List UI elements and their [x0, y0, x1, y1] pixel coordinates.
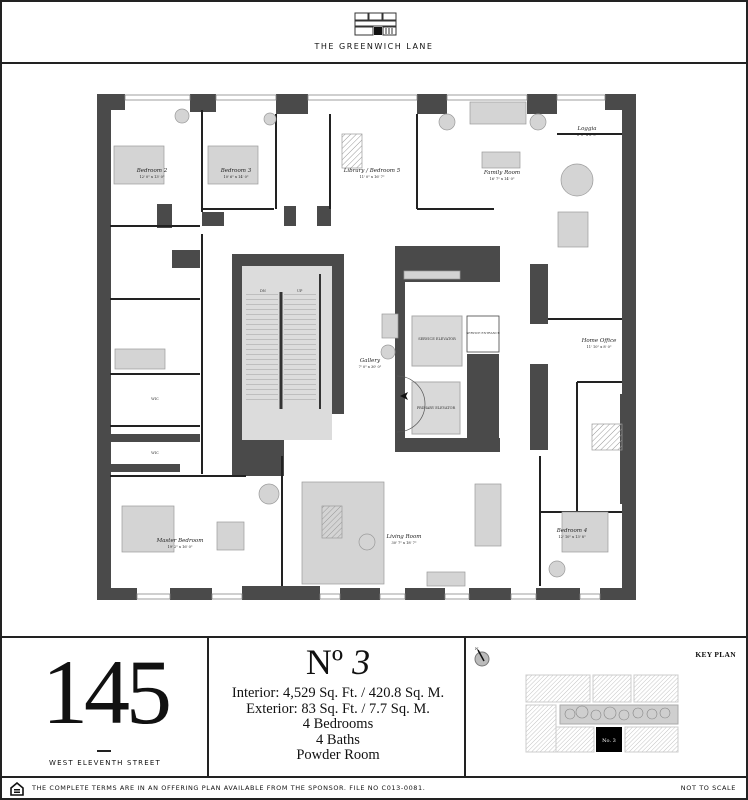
furniture-layer — [113, 101, 623, 587]
windows — [124, 94, 606, 600]
spec-powder: Powder Room — [296, 747, 380, 763]
spec-bedrooms: 4 Bedrooms — [302, 716, 374, 732]
room-label-living-room: Living Room — [385, 534, 421, 540]
unit-number-value: 3 — [352, 642, 371, 682]
unit-prefix: Nº — [305, 642, 344, 682]
unit-number: Nº 3 — [208, 642, 468, 682]
room-label-bedroom-3: Bedroom 3 — [220, 168, 252, 174]
keyplan-block — [525, 704, 557, 753]
room-label-bedroom-2: Bedroom 2 — [136, 168, 168, 174]
room-label-family-room: Family Room — [483, 170, 520, 176]
spec-exterior: Exterior: 83 Sq. Ft. / 7.7 Sq. M. — [246, 700, 430, 717]
stair-core: DN UP — [242, 266, 332, 440]
room-dims-gallery: 7' 0" x 30' 0" — [359, 365, 382, 369]
room-label-home-office: Home Office — [581, 338, 618, 344]
divider-dash — [97, 750, 111, 752]
room-label-loggia: Loggia — [576, 126, 596, 132]
service-elevator-label: SERVICE ELEVATOR — [418, 337, 456, 341]
spec-baths: 4 Baths — [316, 731, 360, 748]
room-dims-living-room: 30' 7" x 18' 7" — [392, 541, 417, 545]
room-labels: Bedroom 212' 0" x 13' 0" Bedroom 310' 6" … — [136, 126, 617, 549]
keyplan-highlight-label: No. 3 — [602, 738, 616, 744]
exterior-walls — [97, 94, 636, 600]
stair-down-label: DN — [260, 289, 266, 293]
compass-icon: N — [474, 646, 490, 667]
disclaimer-text: THE COMPLETE TERMS ARE IN AN OFFERING PL… — [32, 784, 426, 792]
entry-door-swing — [396, 375, 426, 433]
room-label-gallery: Gallery — [360, 358, 381, 364]
keyplan-trees — [564, 705, 671, 721]
keyplan-block — [633, 674, 679, 703]
elevator-core: SERVICE ELEVATOR PRIMARY ELEVATOR SERVIC… — [396, 309, 500, 437]
keyplan-title: KEY PLAN — [695, 650, 736, 659]
compass-north-label: N — [475, 646, 479, 651]
room-dims-master-bedroom: 19' 2" x 16' 0" — [168, 545, 193, 549]
primary-elevator-label: PRIMARY ELEVATOR — [417, 406, 456, 410]
keyplan-block — [592, 674, 632, 703]
keyplan-block — [525, 674, 591, 703]
column-divider — [464, 638, 466, 776]
equal-housing-icon — [10, 782, 24, 796]
header: THE GREENWICH LANE — [0, 0, 748, 64]
room-dims-bedroom-3: 10' 6" x 14' 0" — [224, 175, 249, 179]
wic-label: WIC — [151, 451, 159, 455]
floor-plan-panel: DN UP SERVICE ELEVATOR PRIMARY ELEVATOR … — [0, 62, 748, 638]
spec-interior: Interior: 4,529 Sq. Ft. / 420.8 Sq. M. — [231, 685, 445, 701]
building-number: 145 — [42, 641, 172, 743]
room-dims-loggia: 8' 0" x 8' 0" — [577, 133, 598, 137]
keyplan-block — [555, 726, 595, 753]
street-name: WEST ELEVENTH STREET — [49, 759, 161, 767]
wic-label: WIC — [151, 397, 159, 401]
info-panel: 145 WEST ELEVENTH STREET Nº 3 Interior: … — [0, 636, 748, 778]
room-dims-home-office: 11' 10" x 8' 0" — [587, 345, 612, 349]
stair-up-label: UP — [297, 289, 303, 293]
room-dims-bedroom-2: 12' 0" x 13' 0" — [140, 175, 165, 179]
room-dims-bedroom-4: 12' 10" x 13' 8" — [558, 535, 586, 539]
floor-plan-drawing: DN UP SERVICE ELEVATOR PRIMARY ELEVATOR … — [97, 94, 636, 600]
keyplan-block — [624, 726, 679, 753]
scale-note: NOT TO SCALE — [680, 784, 736, 792]
room-dims-family-room: 16' 7" x 14' 0" — [490, 177, 515, 181]
building-block-logo-icon — [354, 12, 397, 36]
footer: THE COMPLETE TERMS ARE IN AN OFFERING PL… — [0, 776, 748, 800]
interior-walls — [110, 110, 622, 586]
room-label-library: Library / Bedroom 5 — [343, 168, 401, 174]
column-divider — [207, 638, 209, 776]
service-entrance-label: SERVICE ENTRANCE — [466, 331, 500, 335]
room-label-master-bedroom: Master Bedroom — [156, 538, 204, 544]
key-plan-diagram: No. 3 — [525, 674, 679, 753]
keyplan-highlight-unit[interactable] — [596, 727, 622, 752]
room-label-bedroom-4: Bedroom 4 — [556, 528, 588, 534]
unit-specs: Interior: 4,529 Sq. Ft. / 420.8 Sq. M. E… — [208, 685, 468, 764]
room-dims-library: 11' 0" x 16' 7" — [360, 175, 385, 179]
brand-name: THE GREENWICH LANE — [314, 42, 434, 51]
entry-arrow-icon — [400, 392, 408, 400]
